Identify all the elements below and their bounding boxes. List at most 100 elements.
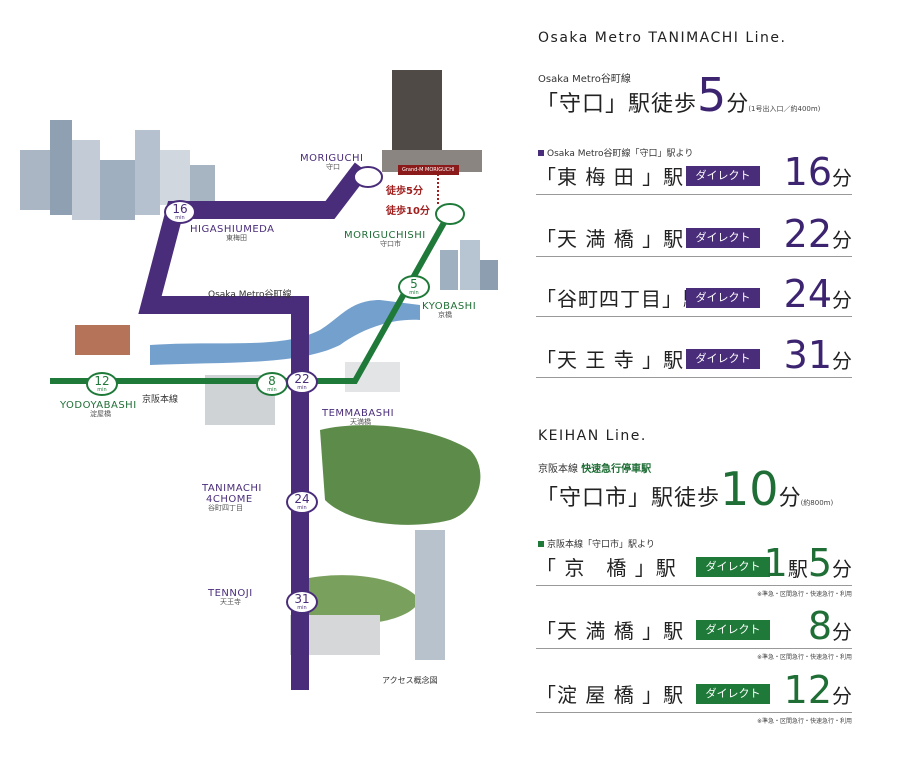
map-caption: アクセス概念図 [382, 676, 438, 685]
keihan-subhead-line: 京阪本線 [538, 464, 578, 475]
station-jp: 守口市 [380, 240, 401, 248]
keihan-building [345, 362, 400, 392]
direct-badge: ダイレクト [696, 620, 770, 640]
badge-unit: min [267, 387, 277, 393]
badge-minutes: 5 [410, 277, 418, 291]
direct-badge: ダイレクト [696, 557, 770, 577]
row-station: 「 京 橋 」駅 [536, 556, 677, 580]
row-station: 「天 満 橋 」駅 [536, 227, 685, 251]
direct-badge: ダイレクト [696, 684, 770, 704]
station-en: TENNOJI [208, 588, 253, 599]
station-label-yodoyabashi: YODOYABASHI 淀屋橋 [60, 400, 137, 419]
station-jp: 淀屋橋 [90, 410, 111, 418]
osaka-castle-park [320, 425, 481, 525]
row-time: 22分 [784, 212, 852, 256]
tanimachi-row-temmabashi: 「天 満 橋 」駅 ダイレクト 22分 [536, 212, 852, 257]
station-jp: 京橋 [438, 311, 452, 319]
row-time: 1駅5分 [764, 541, 852, 585]
badge-minutes: 12 [94, 374, 110, 388]
station-en: MORIGUCHISHI [344, 230, 426, 241]
station-en: TEMMABASHI [322, 408, 395, 419]
moriguchi-station-marker [353, 166, 383, 188]
river [150, 300, 420, 365]
tanimachi-row-higashiumeda: 「東 梅 田 」駅 ダイレクト 16分 [536, 150, 852, 195]
row-station: 「天 王 寺 」駅 [536, 348, 685, 372]
tanimachi-section-title: Osaka Metro TANIMACHI Line. [538, 30, 787, 46]
access-map: Grand-M MORIGUCHI 徒歩5分 徒歩10分 MORIGUCHI 守… [20, 70, 498, 690]
keihan-row-kyobashi: 「 京 橋 」駅 ダイレクト 1駅5分 [536, 541, 852, 586]
station-jp: 東梅田 [226, 234, 247, 242]
badge-minutes: 31 [294, 592, 310, 606]
tanimachi-from: Osaka Metro谷町線「守口」駅より [538, 146, 693, 159]
main-minutes: 10 [720, 462, 779, 516]
from-text: Osaka Metro谷町線「守口」駅より [547, 149, 694, 159]
station-label-moriguchi: MORIGUCHI 守口 [300, 153, 363, 172]
badge-unit: min [175, 215, 185, 221]
row-minutes: 12 [783, 668, 832, 712]
main-station: 「守口市」駅徒歩 [536, 486, 721, 511]
row-minutes: 8 [807, 604, 832, 648]
row-station: 「谷町四丁目」駅 [536, 287, 704, 311]
station-jp: 天王寺 [220, 598, 241, 606]
main-unit: 分 [726, 92, 749, 117]
keihan-main-walk: 「守口市」駅徒歩10分(約800m) [536, 462, 833, 516]
keihan-row-yodoyabashi: 「淀 屋 橋 」駅 ダイレクト 12分 [536, 668, 852, 713]
station-en: HIGASHIUMEDA [190, 224, 275, 235]
main-note: (約800m) [800, 499, 834, 507]
central-hall [75, 325, 130, 355]
row-time: 12分 [784, 668, 852, 712]
keihan-from: 京阪本線「守口市」駅より [538, 537, 655, 550]
keihan-subhead: 京阪本線 快速急行停車駅 [538, 460, 651, 475]
station-label-tennoji: TENNOJI 天王寺 [208, 588, 253, 607]
row-minutes: 24 [783, 272, 832, 316]
row-time: 24分 [784, 272, 852, 316]
access-info-panel: Osaka Metro TANIMACHI Line. Osaka Metro谷… [520, 0, 898, 764]
keihan-row-temmabashi: 「天 満 橋 」駅 ダイレクト 8分 [536, 604, 852, 649]
row-minutes: 31 [783, 333, 832, 377]
row-unit: 分 [832, 166, 852, 190]
station-label-moriguchishi: MORIGUCHISHI 守口市 [344, 230, 426, 249]
moriguchishi-station-marker [435, 203, 465, 225]
tanimachi-line [138, 162, 370, 690]
badge-minutes: 24 [294, 492, 310, 506]
walk-10-label: 徒歩10分 [386, 206, 430, 217]
grand-m-tower [392, 70, 442, 165]
direct-badge: ダイレクト [686, 228, 760, 248]
row-unit: 分 [832, 349, 852, 373]
keihan-subhead-rapid: 快速急行停車駅 [581, 464, 652, 475]
station-en: YODOYABASHI [60, 400, 137, 411]
building-tag: Grand-M MORIGUCHI [398, 165, 459, 175]
keihan-note-2: ※準急・区間急行・快速急行・利用 [756, 654, 852, 661]
badge-unit: min [297, 505, 307, 511]
direct-badge: ダイレクト [686, 349, 760, 369]
station-label-higashiumeda: HIGASHIUMEDA 東梅田 [190, 224, 275, 243]
tanimachi-row-tennoji: 「天 王 寺 」駅 ダイレクト 31分 [536, 333, 852, 378]
keihan-note-1: ※準急・区間急行・快速急行・利用 [756, 591, 852, 598]
badge-minutes: 8 [268, 374, 276, 388]
badge-unit: min [97, 387, 107, 393]
direct-badge: ダイレクト [686, 166, 760, 186]
badge-unit: min [297, 605, 307, 611]
tanimachi-main-walk: 「守口」駅徒歩5分(1号出入口／約400m) [536, 68, 820, 122]
direct-badge: ダイレクト [686, 288, 760, 308]
row-station: 「天 満 橋 」駅 [536, 619, 685, 643]
main-note: (1号出入口／約400m) [748, 105, 821, 113]
station-jp: 谷町四丁目 [208, 504, 243, 512]
row-station: 「東 梅 田 」駅 [536, 165, 685, 189]
badge-minutes: 16 [172, 202, 188, 216]
station-jp: 守口 [326, 163, 340, 171]
station-en: MORIGUCHI [300, 153, 364, 164]
station-en: TANIMACHI [202, 483, 262, 494]
from-text: 京阪本線「守口市」駅より [547, 540, 655, 550]
abeno-harukas [415, 530, 445, 660]
row-station: 「淀 屋 橋 」駅 [536, 683, 685, 707]
row-unit: 分 [832, 557, 852, 581]
station-label-tanimachi: TANIMACHI 4CHOME 谷町四丁目 [202, 483, 262, 513]
